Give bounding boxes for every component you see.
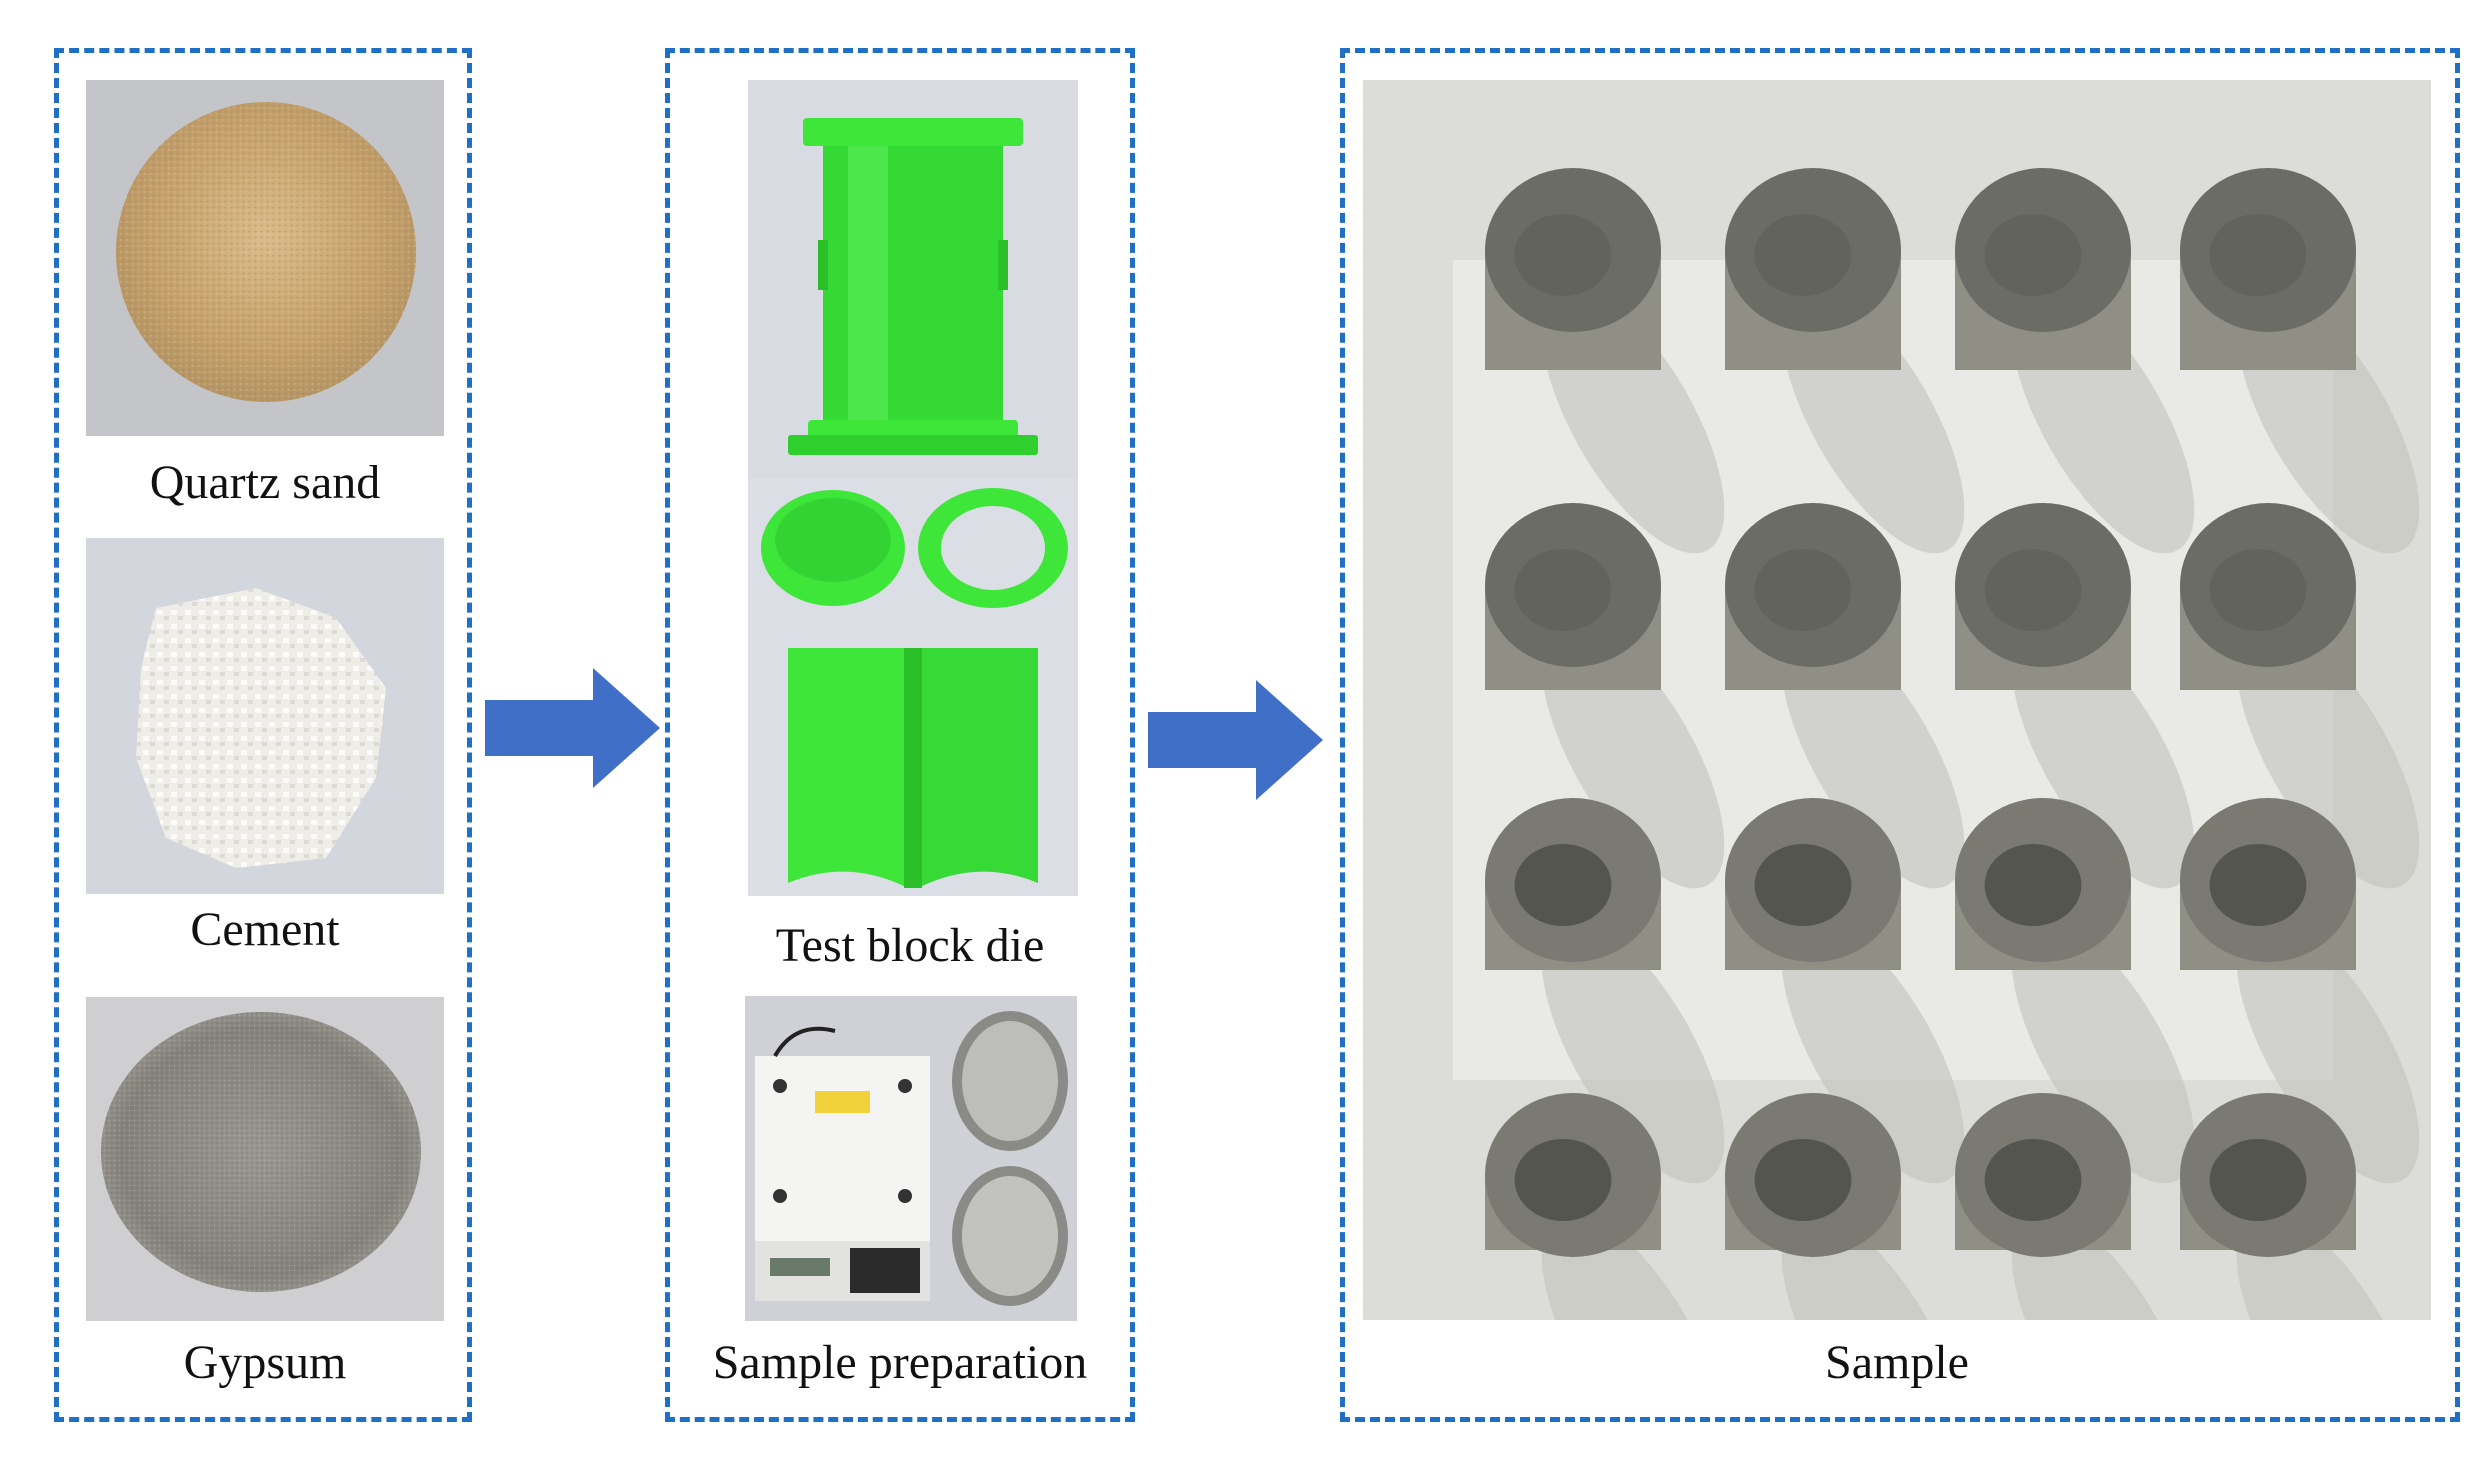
cylindrical-samples-image — [1363, 80, 2431, 1320]
specimen — [1485, 168, 1725, 554]
gypsum-image — [86, 997, 444, 1321]
right-arrow-icon — [1148, 680, 1323, 800]
specimen — [1485, 1093, 1725, 1320]
scale-and-sieves-image — [745, 996, 1077, 1321]
quartz-sand-caption: Quartz sand — [149, 456, 381, 509]
materials-panel — [54, 48, 472, 1422]
specimen — [1725, 798, 1965, 1184]
specimen — [1955, 1093, 2195, 1320]
specimen — [1725, 503, 1965, 889]
specimen — [1725, 1093, 1965, 1320]
mold-cylinder-image — [748, 80, 1078, 478]
right-arrow-icon — [485, 668, 660, 788]
gypsum-caption: Gypsum — [183, 1336, 347, 1389]
mold-parts-image — [748, 478, 1078, 896]
specimen — [2180, 503, 2420, 889]
specimen — [2180, 1093, 2420, 1320]
specimen — [1485, 503, 1725, 889]
sample-caption: Sample — [1825, 1336, 1969, 1389]
specimen — [2180, 168, 2420, 554]
specimen — [1955, 503, 2195, 889]
sample-preparation-caption: Sample preparation — [712, 1336, 1088, 1389]
specimen — [1725, 168, 1965, 554]
specimen — [2180, 798, 2420, 1184]
cement-image — [86, 538, 444, 894]
sample-panel — [1340, 48, 2460, 1422]
cement-caption: Cement — [190, 903, 340, 956]
specimen — [1955, 168, 2195, 554]
preparation-panel — [665, 48, 1135, 1422]
specimen — [1955, 798, 2195, 1184]
quartz-sand-image — [86, 80, 444, 436]
test-block-die-caption: Test block die — [775, 919, 1045, 972]
specimen — [1485, 798, 1725, 1184]
